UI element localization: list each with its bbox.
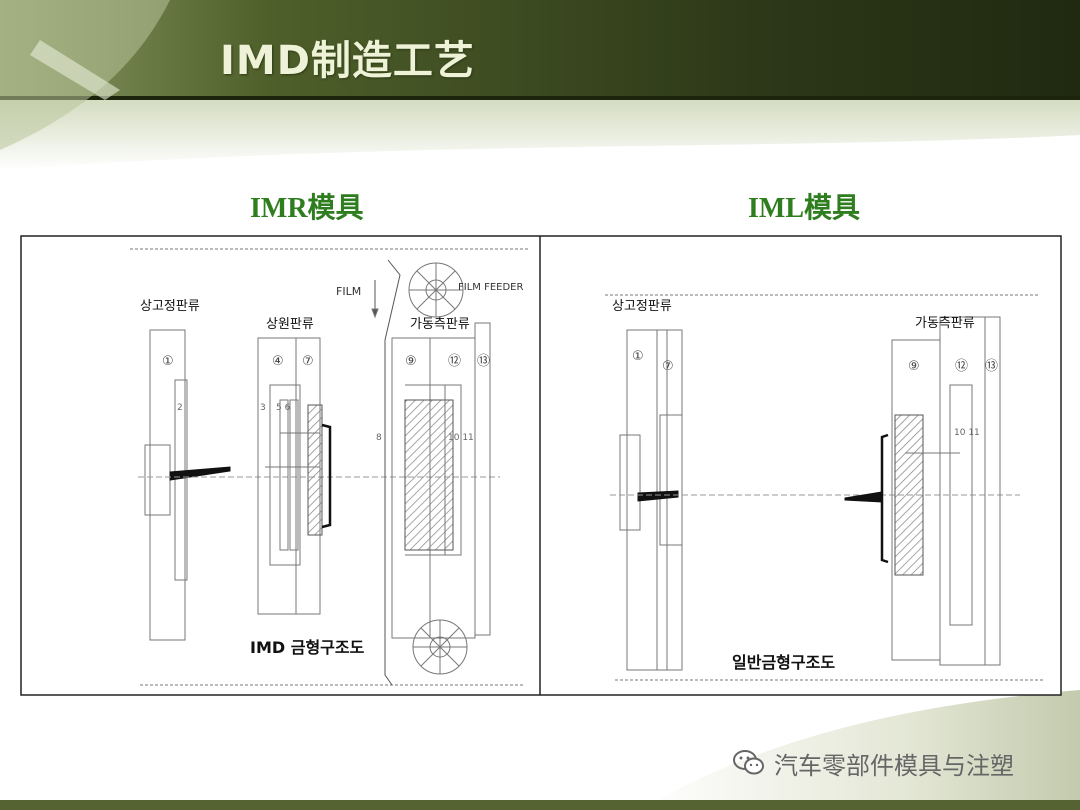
imr-number-4: ④ <box>272 354 284 369</box>
imr-stripper-plate-label: 상원판류 <box>266 317 314 332</box>
imr-number-13: ⑬ <box>477 354 490 369</box>
imr-number-1: ① <box>162 354 174 369</box>
imr-moving-plate-label: 가동측판류 <box>410 317 470 332</box>
imr-film-label: FILM <box>336 285 361 298</box>
imr-small-number-56: 5 6 <box>276 403 291 413</box>
footer-brand: 汽车零部件模具与注塑 <box>732 746 1014 780</box>
imr-film-feeder-label: FILM FEEDER <box>458 282 523 293</box>
iml-number-9: ⑨ <box>908 359 920 374</box>
iml-moving-plate-label: 가동측판류 <box>915 316 975 331</box>
imr-small-number-3: 3 <box>260 403 266 413</box>
iml-number-1: ① <box>632 349 644 364</box>
imr-small-number-1011: 10 11 <box>448 433 474 443</box>
imr-number-12: ⑫ <box>448 354 461 369</box>
iml-small-number-1011: 10 11 <box>954 428 980 438</box>
imr-diagram <box>130 248 530 686</box>
imr-small-number-8: 8 <box>376 433 382 443</box>
imr-small-number-2: 2 <box>177 403 183 413</box>
mold-structure-figure: 상고정판류 상원판류 가동측판류 FILM FILM FEEDER ① ④ ⑦ … <box>20 235 1062 696</box>
imr-mold-heading: IMR模具 <box>250 193 364 224</box>
iml-mold-heading: IML模具 <box>748 193 861 224</box>
imr-caption: IMD 금형구조도 <box>250 638 365 657</box>
iml-number-13: ⑬ <box>985 359 998 374</box>
imr-fixed-plate-label: 상고정판류 <box>140 299 200 314</box>
imr-number-7: ⑦ <box>302 354 314 369</box>
iml-number-7: ⑦ <box>662 359 674 374</box>
iml-number-12: ⑫ <box>955 359 968 374</box>
imr-number-9: ⑨ <box>405 354 417 369</box>
iml-fixed-plate-label: 상고정판류 <box>612 299 672 314</box>
slide-title: IMD制造工艺 <box>220 38 475 84</box>
iml-diagram <box>605 294 1045 681</box>
iml-caption: 일반금형구조도 <box>732 653 835 672</box>
wechat-icon <box>733 750 764 775</box>
footer-brand-text: 汽车零部件模具与注塑 <box>774 751 1014 780</box>
